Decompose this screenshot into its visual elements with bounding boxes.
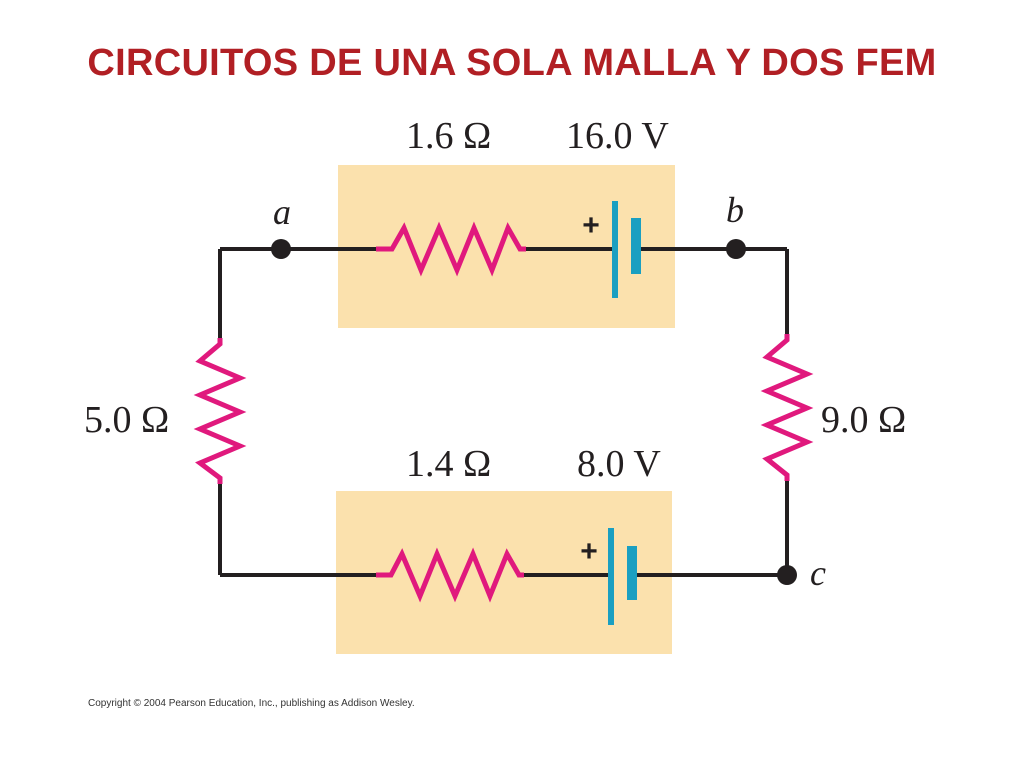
- polarity-top: +: [582, 209, 600, 242]
- resistor-right: [760, 334, 814, 481]
- right-resistance-label: 9.0 Ω: [821, 399, 906, 441]
- polarity-bottom: +: [580, 535, 598, 568]
- top-resistance-label: 1.6 Ω: [406, 115, 491, 157]
- circuit-wires: [218, 247, 789, 577]
- node-c-label: c: [810, 553, 826, 593]
- slide-title: CIRCUITOS DE UNA SOLA MALLA Y DOS FEM: [87, 42, 937, 84]
- resistor-left: [193, 338, 247, 484]
- resistor-top-internal: [376, 221, 526, 277]
- top-emf-label: 16.0 V: [566, 115, 669, 157]
- resistor-bottom-internal: [376, 547, 524, 603]
- battery-top: [612, 201, 641, 298]
- bottom-resistance-label: 1.4 Ω: [406, 443, 491, 485]
- node-c: [777, 565, 797, 585]
- node-a-label: a: [273, 192, 291, 232]
- node-b: [726, 239, 746, 259]
- bottom-emf-label: 8.0 V: [577, 443, 661, 485]
- node-b-label: b: [726, 190, 744, 230]
- copyright-notice: Copyright © 2004 Pearson Education, Inc.…: [88, 698, 415, 709]
- left-resistance-label: 5.0 Ω: [84, 399, 169, 441]
- battery-bottom: [608, 528, 637, 625]
- node-a: [271, 239, 291, 259]
